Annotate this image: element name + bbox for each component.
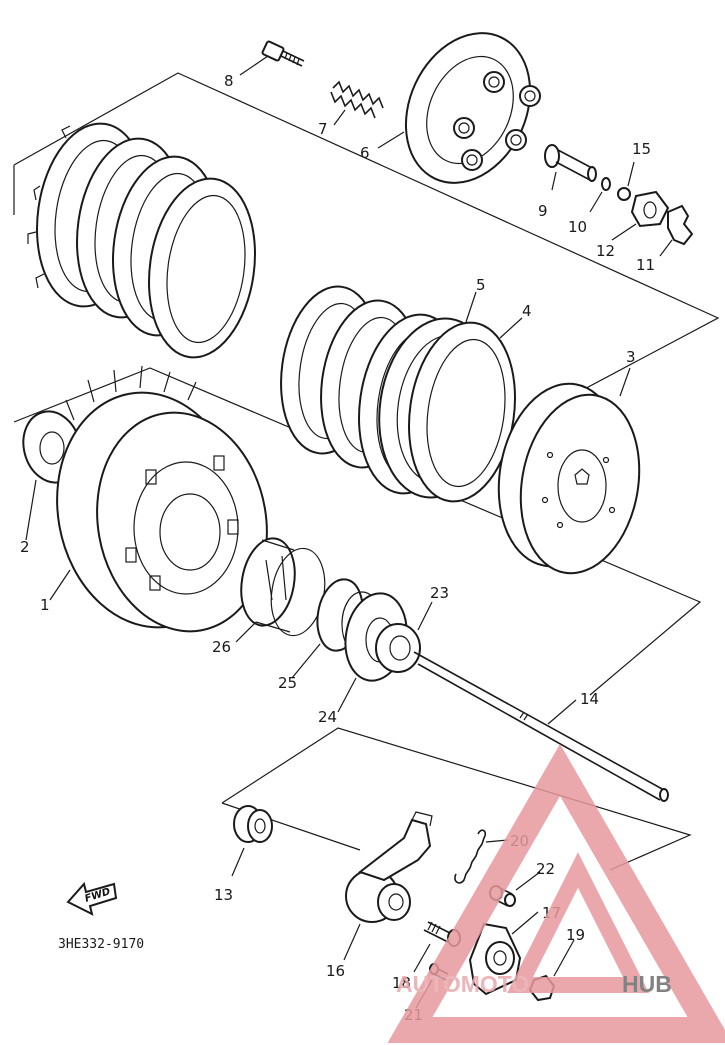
callout-label-22: 22: [536, 860, 555, 878]
part-code: 3HE332-9170: [58, 937, 144, 952]
callout-label-11: 11: [636, 256, 655, 274]
callout-label-5: 5: [476, 276, 486, 294]
callout-label-2: 2: [20, 538, 30, 556]
nut-part: [611, 190, 670, 241]
group-outline-clutch-plates: [13, 72, 720, 403]
ball-part: [617, 161, 635, 201]
callout-label-24: 24: [318, 708, 337, 726]
callout-label-14: 14: [580, 690, 599, 708]
push-rod-part: [544, 144, 597, 191]
circlip-part: [589, 177, 611, 213]
callout-label-3: 3: [626, 348, 636, 366]
callout-label-25: 25: [278, 674, 297, 692]
friction-plate-stack-upper: [27, 122, 256, 359]
clutch-housing-part: [49, 365, 268, 633]
callout-label-19: 19: [566, 926, 585, 944]
bushing-part: [375, 601, 433, 673]
callout-label-15: 15: [632, 140, 651, 158]
callout-label-23: 23: [430, 584, 449, 602]
callout-label-13: 13: [214, 886, 233, 904]
callout-label-18: 18: [392, 974, 411, 992]
callout-label-1: 1: [40, 596, 50, 614]
watermark-logo: AUTOMOTO HUB: [387, 743, 725, 1043]
callout-label-12: 12: [596, 242, 615, 260]
watermark-text-right: HUB: [622, 971, 672, 997]
lock-washer-part: [659, 204, 694, 257]
callout-label-4: 4: [522, 302, 532, 320]
push-rod-long-part: [413, 651, 669, 802]
callout-label-8: 8: [224, 72, 234, 90]
push-lever-shaft-part: [343, 811, 433, 961]
callout-label-7: 7: [318, 120, 328, 138]
oil-seal-part: [231, 805, 273, 877]
clutch-boss-part: [497, 367, 641, 575]
pressure-plate-part: [377, 32, 541, 184]
clutch-plate-part: [408, 317, 523, 503]
return-spring-part: [454, 829, 509, 884]
forward-arrow-icon: FWD: [66, 881, 118, 916]
callout-label-6: 6: [360, 144, 370, 162]
lever-cover-part: [468, 911, 539, 996]
callout-label-10: 10: [568, 218, 587, 236]
callout-label-9: 9: [538, 202, 548, 220]
spring-part: [330, 80, 384, 126]
callout-label-16: 16: [326, 962, 345, 980]
callout-label-26: 26: [212, 638, 231, 656]
bolt-part: [239, 40, 305, 76]
watermark-text-left: AUTOMOTO: [396, 971, 529, 997]
